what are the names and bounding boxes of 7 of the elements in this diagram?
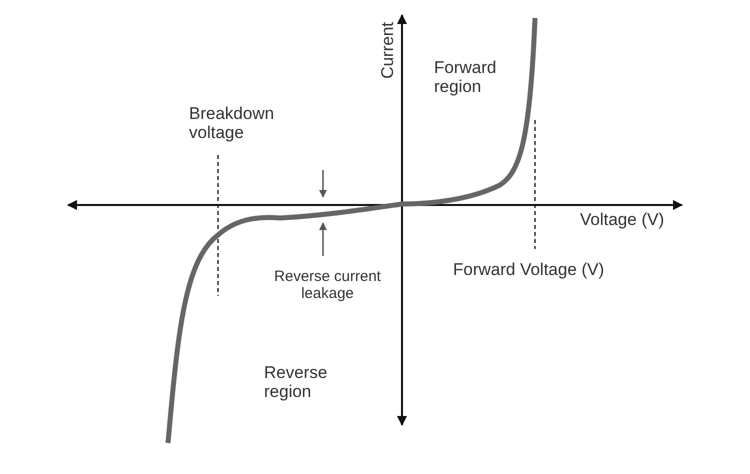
region-label: Forward region xyxy=(434,58,498,96)
annotation-label: Reverse current leakage xyxy=(273,268,382,302)
annotation-label: Breakdown voltage xyxy=(189,104,276,142)
region-label: Reverse region xyxy=(264,363,328,401)
annotation-label: Forward Voltage (V) xyxy=(453,260,606,279)
axis-label: Voltage (V) xyxy=(580,210,666,229)
axis-label: Current xyxy=(378,22,397,79)
